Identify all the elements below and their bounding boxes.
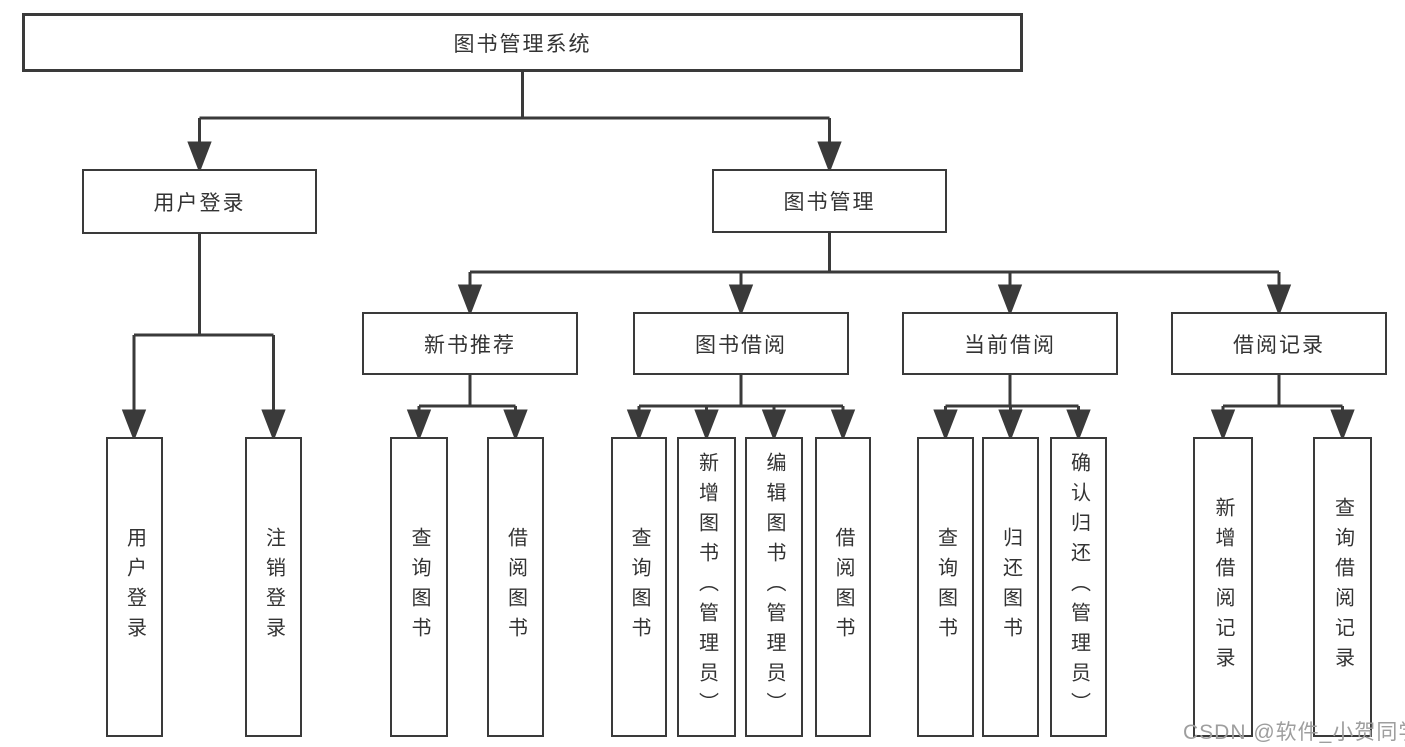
leaf-add-books-admin: 新增图书（管理员） [677,437,736,737]
leaf-query-books-3-label: 查询图书 [934,527,957,647]
leaf-logout: 注销登录 [245,437,302,737]
leaf-query-books-label: 查询图书 [408,527,430,647]
leaf-borrow-books-2: 借阅图书 [815,437,871,737]
leaf-query-books: 查询图书 [390,437,448,737]
leaf-add-books-admin-label: 新增图书（管理员） [695,452,718,722]
leaf-user-login: 用户登录 [106,437,163,737]
node-library-system: 图书管理系统 [22,13,1023,72]
node-new-book-recommendation: 新书推荐 [362,312,578,375]
node-current-borrowing: 当前借阅 [902,312,1118,375]
csdn-watermark: CSDN @软件_小贺同学 [1183,721,1405,744]
leaf-add-borrow-record: 新增借阅记录 [1193,437,1253,737]
leaf-edit-books-admin-label: 编辑图书（管理员） [763,452,785,722]
leaf-return-books-label: 归还图书 [999,527,1022,647]
node-user-login: 用户登录 [82,169,317,234]
leaf-confirm-return-admin-label: 确认归还（管理员） [1067,452,1090,722]
leaf-user-login-label: 用户登录 [123,527,146,647]
leaf-borrow-books-2-label: 借阅图书 [832,527,854,647]
leaf-borrow-books-label: 借阅图书 [504,527,527,647]
node-book-borrowing: 图书借阅 [633,312,849,375]
leaf-confirm-return-admin: 确认归还（管理员） [1050,437,1107,737]
leaf-edit-books-admin: 编辑图书（管理员） [745,437,803,737]
leaf-query-books-3: 查询图书 [917,437,974,737]
leaf-query-borrow-record: 查询借阅记录 [1313,437,1372,737]
leaf-borrow-books: 借阅图书 [487,437,544,737]
leaf-query-books-2-label: 查询图书 [628,527,650,647]
leaf-add-borrow-record-label: 新增借阅记录 [1212,497,1234,677]
leaf-query-books-2: 查询图书 [611,437,667,737]
leaf-return-books: 归还图书 [982,437,1039,737]
leaf-query-borrow-record-label: 查询借阅记录 [1331,497,1354,677]
leaf-logout-label: 注销登录 [262,527,285,647]
node-book-management: 图书管理 [712,169,947,233]
node-borrow-records: 借阅记录 [1171,312,1387,375]
